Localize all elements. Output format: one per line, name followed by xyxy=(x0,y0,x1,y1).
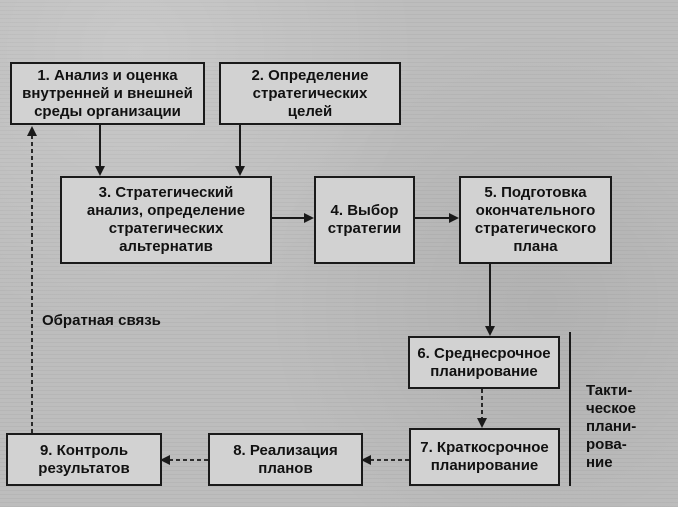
step-5-box: 5. Подготовка окончательного стратегичес… xyxy=(459,176,612,264)
step-8-box: 8. Реализация планов xyxy=(208,433,363,486)
step-1-box: 1. Анализ и оценка внутренней и внешней … xyxy=(10,62,205,125)
step-3-box: 3. Стратегический анализ, определение ст… xyxy=(60,176,272,264)
step-6-box: 6. Среднесрочное планирование xyxy=(408,336,560,389)
step-2-box: 2. Определение стратегических целей xyxy=(219,62,401,125)
step-7-box: 7. Краткосрочное планирование xyxy=(409,428,560,486)
tactical-planning-label: Такти- ческое плани- рова- ние xyxy=(586,382,637,471)
step-9-box: 9. Контроль результатов xyxy=(6,433,162,486)
feedback-label: Обратная связь xyxy=(42,312,161,329)
step-4-box: 4. Выбор стратегии xyxy=(314,176,415,264)
